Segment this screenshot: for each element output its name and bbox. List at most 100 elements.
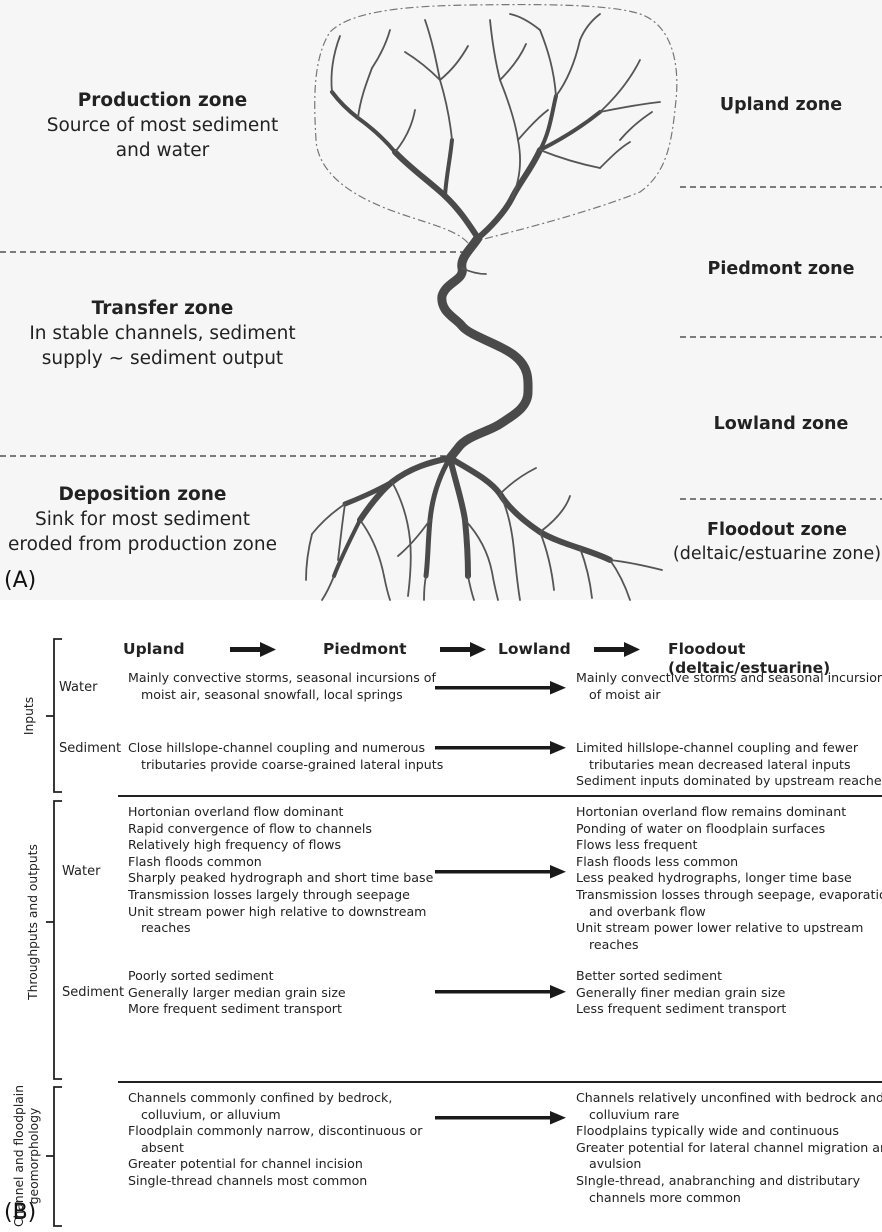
panel-a-label: (A)	[4, 568, 37, 593]
cell-line: Ponding of water on floodplain surfaces	[576, 820, 826, 836]
cell-line: Floodplains typically wide and continuou…	[576, 1123, 839, 1139]
panel-b-graphics	[46, 638, 882, 1227]
upland-zone-label: Upland zone	[680, 93, 882, 117]
cell-line: Unit stream power lower relative to upst…	[576, 920, 864, 936]
cell-line: reaches	[589, 936, 639, 952]
row-label-throughputs-water: Water	[62, 864, 101, 879]
cell-line: absent	[141, 1139, 184, 1155]
lowland-zone-label: Lowland zone	[680, 412, 882, 436]
cell-line: channels more common	[589, 1189, 741, 1205]
cell-line: Flows less frequent	[576, 837, 698, 853]
production-zone-title: Production zone	[77, 90, 248, 111]
panel-b-label: (B)	[4, 1200, 37, 1225]
deposition-zone-label: Deposition zone Sink for most sediment e…	[0, 482, 285, 557]
group-label-inputs: Inputs	[22, 697, 36, 735]
production-zone-desc-2: and water	[115, 140, 210, 161]
cell-line: avulsion	[589, 1156, 642, 1172]
cell-line: moist air, seasonal snowfall, local spri…	[141, 686, 403, 702]
cell-line: Generally finer median grain size	[576, 984, 786, 1000]
cell-line: Single-thread channels most common	[128, 1172, 368, 1188]
cell-line: of moist air	[589, 686, 661, 702]
cell-line: Generally larger median grain size	[128, 984, 346, 1000]
main-channel	[330, 90, 613, 579]
production-zone-desc-1: Source of most sediment	[46, 115, 279, 136]
cell-line: Transmission losses through seepage, eva…	[576, 886, 882, 902]
group-brackets	[46, 638, 62, 1227]
cell-line: Less frequent sediment transport	[576, 1001, 787, 1017]
header-arrows	[230, 642, 640, 657]
row-label-throughputs-sediment: Sediment	[62, 985, 125, 1000]
row-label-inputs-sediment: Sediment	[59, 741, 122, 756]
upland-zone-title: Upland zone	[719, 95, 843, 115]
row-label-inputs-water: Water	[59, 680, 98, 695]
header-deltaic-estuarine: (deltaic/estuarine)	[668, 659, 831, 677]
cell-line: SIngle-thread, anabranching and distribu…	[576, 1172, 861, 1188]
transfer-zone-desc-1: In stable channels, sediment	[29, 323, 296, 344]
header-lowland: Lowland	[498, 640, 571, 658]
floodout-zone-subtitle: (deltaic/estuarine zone)	[672, 544, 882, 564]
cell-inputs-sediment-upland: Close hillslope-channel coupling and num…	[128, 740, 443, 773]
cell-inputs-sediment-floodout: Limited hillslope-channel coupling and f…	[576, 740, 882, 790]
deposition-zone-desc-2: eroded from production zone	[8, 534, 277, 555]
floodout-zone-label: Floodout zone (deltaic/estuarine zone)	[672, 518, 882, 566]
cell-line: colluvium, or alluvium	[141, 1106, 281, 1122]
cell-line: Limited hillslope-channel coupling and f…	[576, 740, 859, 755]
cell-line: Poorly sorted sediment	[128, 968, 274, 983]
catchment-boundary	[314, 3, 678, 244]
header-piedmont: Piedmont	[323, 640, 407, 658]
cell-line: Channels commonly confined by bedrock,	[128, 1090, 393, 1105]
panel-a: Production zone Source of most sediment …	[0, 0, 882, 606]
cell-geomorphology-floodout: Channels relatively unconfined with bedr…	[576, 1090, 882, 1206]
cell-line: colluvium rare	[589, 1106, 680, 1122]
cell-line: More frequent sediment transport	[128, 1001, 342, 1017]
header-floodout: Floodout	[668, 640, 746, 658]
group-label-throughputs: Throughputs and outputs	[26, 844, 40, 1000]
cell-line: tributaries provide coarse-grained later…	[141, 756, 444, 772]
deposition-zone-title: Deposition zone	[58, 484, 227, 505]
cell-line: Transmission losses largely through seep…	[128, 886, 410, 902]
cell-line: Less peaked hydrographs, longer time bas…	[576, 870, 852, 886]
cell-geomorphology-upland: Channels commonly confined by bedrock,co…	[128, 1090, 422, 1190]
cell-line: Greater potential for channel incision	[128, 1156, 363, 1172]
cell-inputs-water-upland: Mainly convective storms, seasonal incur…	[128, 670, 436, 703]
cell-line: Sediment inputs dominated by upstream re…	[576, 773, 882, 789]
cell-line: Unit stream power high relative to downs…	[128, 903, 427, 919]
cell-line: Flash floods less common	[576, 853, 739, 869]
cell-line: Mainly convective storms, seasonal incur…	[128, 670, 436, 685]
transfer-zone-title: Transfer zone	[91, 298, 234, 319]
cell-line: Better sorted sediment	[576, 968, 723, 983]
piedmont-zone-title: Piedmont zone	[707, 259, 855, 279]
cell-line: Hortonian overland flow remains dominant	[576, 804, 847, 819]
lowland-zone-title: Lowland zone	[713, 414, 849, 434]
cell-line: tributaries mean decreased lateral input…	[589, 756, 851, 772]
header-upland: Upland	[123, 640, 185, 658]
transfer-zone-desc-2: supply ~ sediment output	[41, 348, 284, 369]
cell-line: Mainly convective storms and seasonal in…	[576, 670, 882, 685]
cell-line: Close hillslope-channel coupling and num…	[128, 740, 426, 755]
tributary-channels	[305, 13, 663, 601]
cell-throughputs-water-floodout: Hortonian overland flow remains dominant…	[576, 804, 882, 953]
transfer-zone-label: Transfer zone In stable channels, sedime…	[0, 296, 325, 371]
cell-line: Sharply peaked hydrograph and short time…	[128, 870, 434, 886]
cell-line: reaches	[141, 920, 191, 936]
production-zone-label: Production zone Source of most sediment …	[0, 88, 325, 163]
piedmont-zone-label: Piedmont zone	[680, 257, 882, 281]
group-label-inputs-text: Inputs	[22, 696, 36, 736]
group-label-throughputs-text: Throughputs and outputs	[26, 844, 40, 1000]
cell-line: Flash floods common	[128, 853, 262, 869]
cell-inputs-water-floodout: Mainly convective storms and seasonal in…	[576, 670, 882, 703]
cell-line: Greater potential for lateral channel mi…	[576, 1139, 882, 1155]
cell-line: Rapid convergence of flow to channels	[128, 820, 372, 836]
river-network-illustration	[0, 0, 882, 601]
cell-line: Floodplain commonly narrow, discontinuou…	[128, 1123, 423, 1139]
deposition-zone-desc-1: Sink for most sediment	[35, 509, 250, 530]
cell-line: Relatively high frequency of flows	[128, 837, 342, 853]
row-arrows	[435, 681, 566, 1125]
floodout-zone-title: Floodout zone	[707, 520, 847, 540]
cell-line: and overbank flow	[589, 903, 706, 919]
cell-line: Hortonian overland flow dominant	[128, 804, 344, 819]
cell-line: Channels relatively unconfined with bedr…	[576, 1090, 882, 1105]
